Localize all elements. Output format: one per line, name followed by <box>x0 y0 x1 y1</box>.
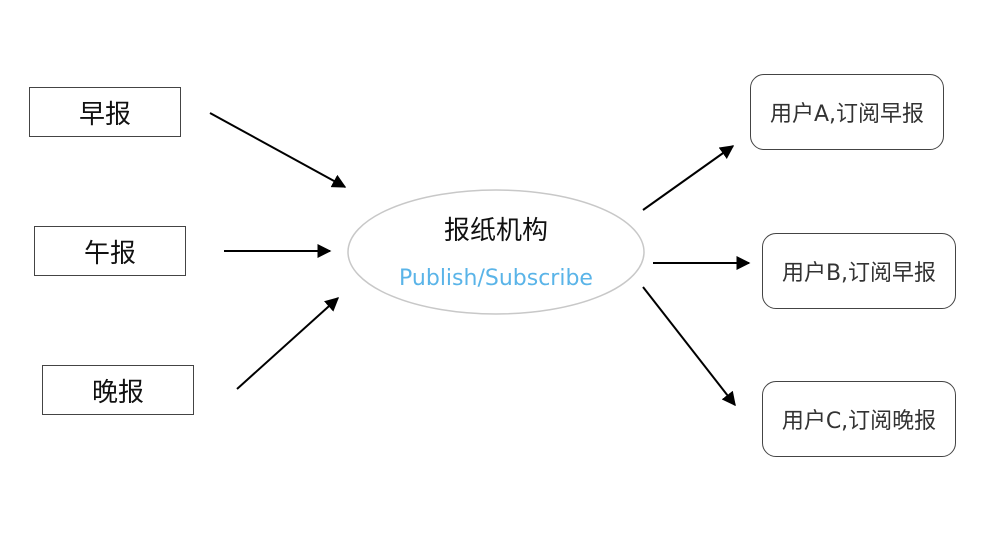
subscriber-user-b: 用户B,订阅早报 <box>762 233 956 309</box>
arrow-morning-to-center <box>209 112 347 188</box>
publisher-title: 报纸机构 <box>443 216 548 246</box>
publisher-subtitle: Publish/Subscribe <box>399 266 593 291</box>
arrow-center-to-user-a <box>642 145 735 211</box>
subscriber-user-a: 用户A,订阅早报 <box>750 74 944 150</box>
arrow-evening-to-center <box>236 297 340 390</box>
subscriber-user-c: 用户C,订阅晚报 <box>762 381 956 457</box>
source-evening-paper: 晚报 <box>42 365 194 415</box>
source-noon-paper: 午报 <box>34 226 186 276</box>
publisher-ellipse <box>347 189 645 315</box>
source-morning-paper: 早报 <box>29 87 181 137</box>
arrow-center-to-user-c <box>642 286 736 407</box>
